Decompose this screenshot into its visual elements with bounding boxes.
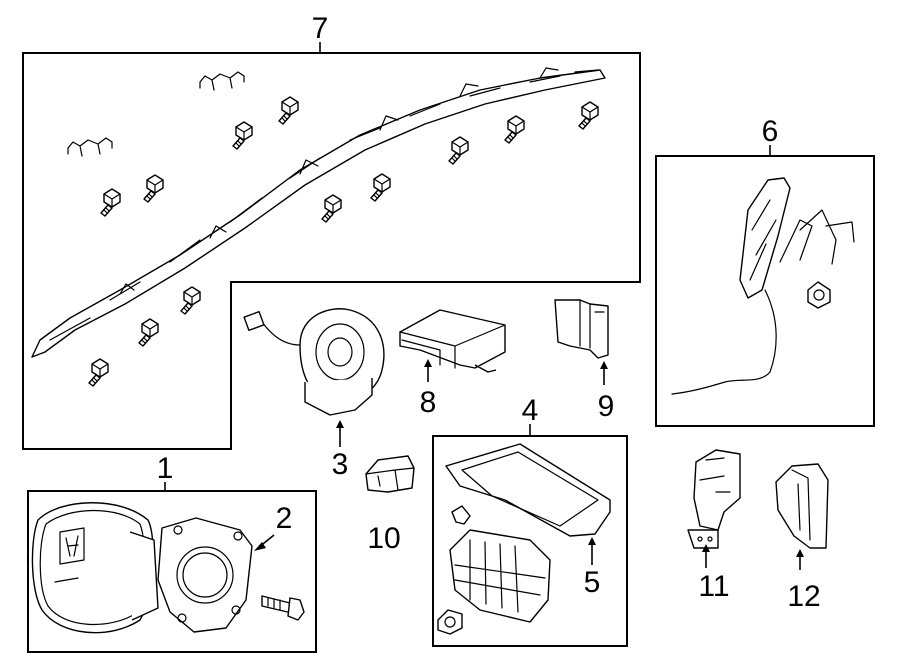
sensor-bracket: [554, 299, 609, 359]
clock-spring: [243, 308, 385, 416]
frame-driver-airbag: [27, 490, 317, 653]
callout-10: 10: [367, 522, 400, 555]
callout-3: 3: [332, 448, 349, 481]
leader-5: [588, 537, 596, 565]
connector: [365, 455, 415, 493]
callout-2: 2: [276, 502, 293, 535]
callout-8: 8: [420, 386, 437, 419]
callout-1: 1: [157, 452, 174, 485]
airbag-mount-plate: [157, 517, 253, 633]
callout-6: 6: [762, 115, 779, 148]
curtain-airbag: [31, 67, 606, 358]
leader-11: [702, 544, 710, 568]
leader-2: [254, 534, 275, 551]
leader-3: [336, 420, 344, 447]
driver-airbag: [31, 502, 159, 634]
nut-4: [437, 609, 463, 635]
control-module: [399, 309, 506, 373]
frame-side-airbag: [655, 155, 875, 427]
callout-11: 11: [698, 570, 729, 603]
callout-4: 4: [522, 394, 539, 427]
passenger-airbag: [449, 529, 551, 623]
callout-9: 9: [598, 390, 615, 423]
mounting-brackets: [67, 71, 245, 157]
trim-cover: [775, 463, 829, 549]
side-airbag: [671, 177, 855, 395]
airbag-lid: [445, 443, 611, 537]
impact-sensor: [687, 449, 741, 549]
leader-8: [424, 359, 432, 382]
callout-5: 5: [584, 566, 601, 599]
lid-clip: [451, 505, 471, 525]
leader-12: [796, 549, 804, 570]
frame-curtain-airbag: [22, 52, 641, 450]
callout-7: 7: [312, 12, 329, 45]
callout-12: 12: [787, 580, 820, 613]
leader-9: [600, 361, 608, 385]
bolt-driver-airbag: [261, 595, 305, 621]
